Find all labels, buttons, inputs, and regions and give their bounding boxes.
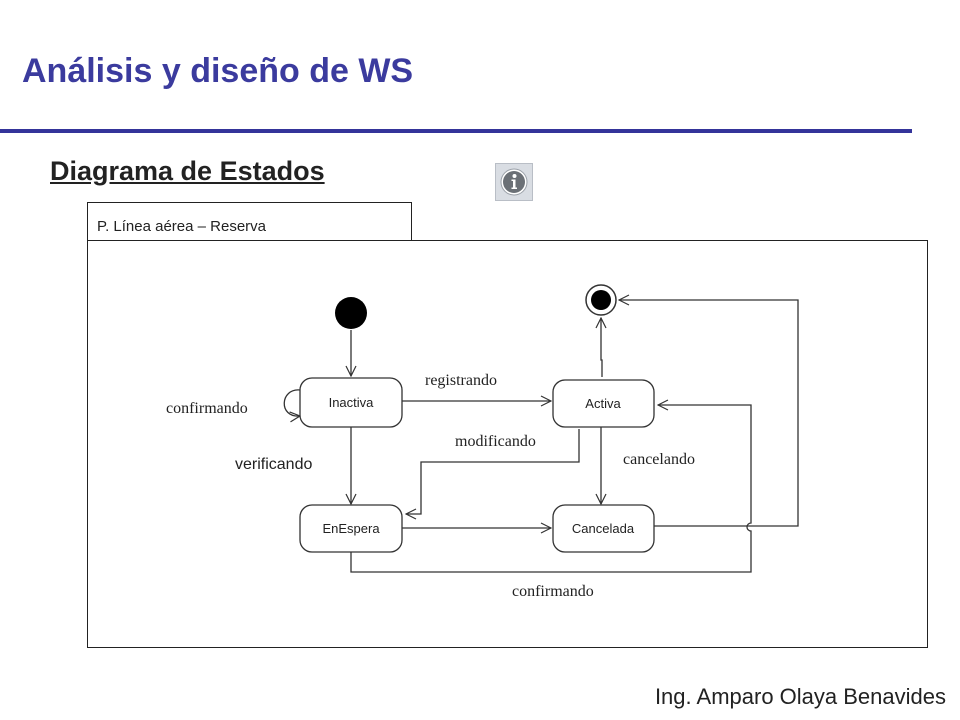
activa-to-final-arrow: [601, 318, 602, 377]
state-inactiva-label: Inactiva: [329, 395, 375, 410]
label-registrando: registrando: [425, 372, 497, 389]
state-cancelada-label: Cancelada: [572, 521, 635, 536]
diagram-frame: [87, 240, 928, 648]
state-activa-label: Activa: [585, 396, 621, 411]
confirmando-bottom-arrow: [350, 405, 752, 573]
info-button[interactable]: [495, 163, 533, 201]
label-modificando: modificando: [455, 433, 536, 450]
label-cancelando: cancelando: [623, 451, 695, 468]
title-underline-divider: [0, 129, 912, 133]
initial-state-node: [335, 297, 367, 329]
cancelada-to-final-arrow: [619, 300, 799, 527]
label-confirmando-bottom: confirmando: [512, 583, 594, 600]
diagram-frame-label: P. Línea aérea – Reserva: [97, 218, 267, 235]
section-subtitle: Diagrama de Estados: [50, 156, 325, 186]
state-enespera-label: EnEspera: [322, 521, 380, 536]
modificando-arrow: [406, 429, 580, 514]
info-icon: [500, 168, 528, 196]
label-verificando: verificando: [235, 456, 312, 473]
state-activa: Activa: [552, 379, 655, 428]
author-footer: Ing. Amparo Olaya Benavides: [654, 684, 946, 709]
final-state-node: [585, 284, 617, 316]
state-cancelada: Cancelada: [552, 504, 655, 553]
label-confirmando-self: confirmando: [166, 400, 248, 417]
page-title: Análisis y diseño de WS: [22, 52, 414, 90]
state-inactiva: Inactiva: [299, 377, 403, 428]
confirmando-self-loop-arrow: [283, 389, 300, 416]
state-enespera: EnEspera: [299, 504, 403, 553]
